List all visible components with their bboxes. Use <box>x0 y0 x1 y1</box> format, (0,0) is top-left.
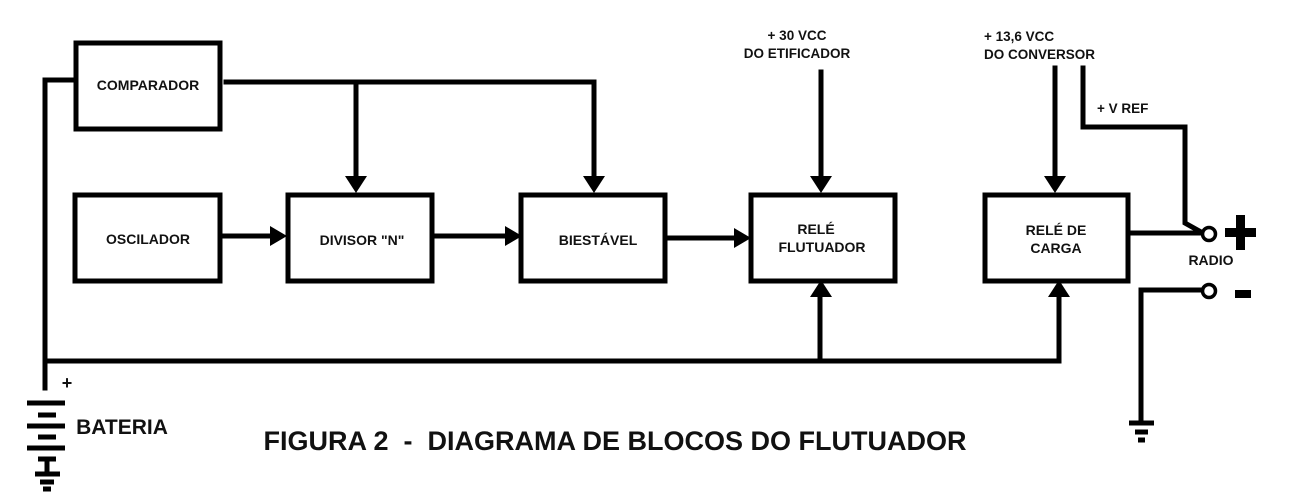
block-comparador: COMPARADOR <box>73 40 223 132</box>
battery-icon <box>27 400 65 473</box>
minus-sign-icon <box>1235 290 1251 298</box>
source-etificador-line1: + 30 VCC <box>768 28 827 43</box>
block-oscilador: OSCILADOR <box>72 192 223 284</box>
arrowhead-divisor-left <box>270 226 287 246</box>
wire-comparador-bus <box>223 79 597 188</box>
terminal-circle-icon <box>1200 225 1218 243</box>
battery-plus-label: + <box>62 373 73 393</box>
block-comparador-label: COMPARADOR <box>97 77 199 93</box>
ground-icon <box>35 471 60 492</box>
wire-vref <box>1080 65 1205 236</box>
block-biestavel-label: BIESTÁVEL <box>559 232 638 248</box>
block-divisor-label: DIVISOR "N" <box>320 232 405 248</box>
wire-radio-minus-to-ground <box>1138 287 1203 424</box>
arrowhead-rele-carga-top <box>1044 176 1066 193</box>
arrowhead-biestavel-top <box>583 176 605 193</box>
source-conversor-line1: + 13,6 VCC <box>984 29 1054 44</box>
plus-sign-icon <box>1225 215 1256 250</box>
block-oscilador-label: OSCILADOR <box>106 231 190 247</box>
block-rele-flutuador-label-1: RELÉ <box>797 221 834 237</box>
wire-battery-to-comparador <box>42 77 78 391</box>
arrowhead-rele-carga-bottom <box>1048 280 1070 297</box>
source-vref-label: + V REF <box>1097 101 1148 116</box>
block-rele-carga: RELÉ DE CARGA <box>982 192 1131 284</box>
terminal-circle-icon <box>1200 282 1218 300</box>
block-rele-flutuador: RELÉ FLUTUADOR <box>748 192 898 284</box>
source-conversor-line2: DO CONVERSOR <box>984 47 1095 62</box>
arrowhead-rele-flutuador-bottom <box>810 280 832 297</box>
block-rele-flutuador-label-2: FLUTUADOR <box>778 239 865 255</box>
arrowhead-divisor-top <box>345 176 367 193</box>
block-rele-carga-label-1: RELÉ DE <box>1026 222 1087 238</box>
source-etificador-line2: DO ETIFICADOR <box>744 46 851 61</box>
radio-label: RADIO <box>1188 252 1233 268</box>
block-biestavel: BIESTÁVEL <box>518 192 668 284</box>
arrowhead-biestavel-left <box>505 226 522 246</box>
battery-label: BATERIA <box>76 416 168 439</box>
block-divisor: DIVISOR "N" <box>285 192 435 284</box>
arrowhead-rele-flutuador-left <box>734 228 751 248</box>
block-rele-carga-label-2: CARGA <box>1030 240 1081 256</box>
figure-caption: FIGURA 2 - DIAGRAMA DE BLOCOS DO FLUTUAD… <box>264 426 967 456</box>
ground-icon <box>1129 420 1154 443</box>
arrowhead-rele-flutuador-top <box>810 176 832 193</box>
